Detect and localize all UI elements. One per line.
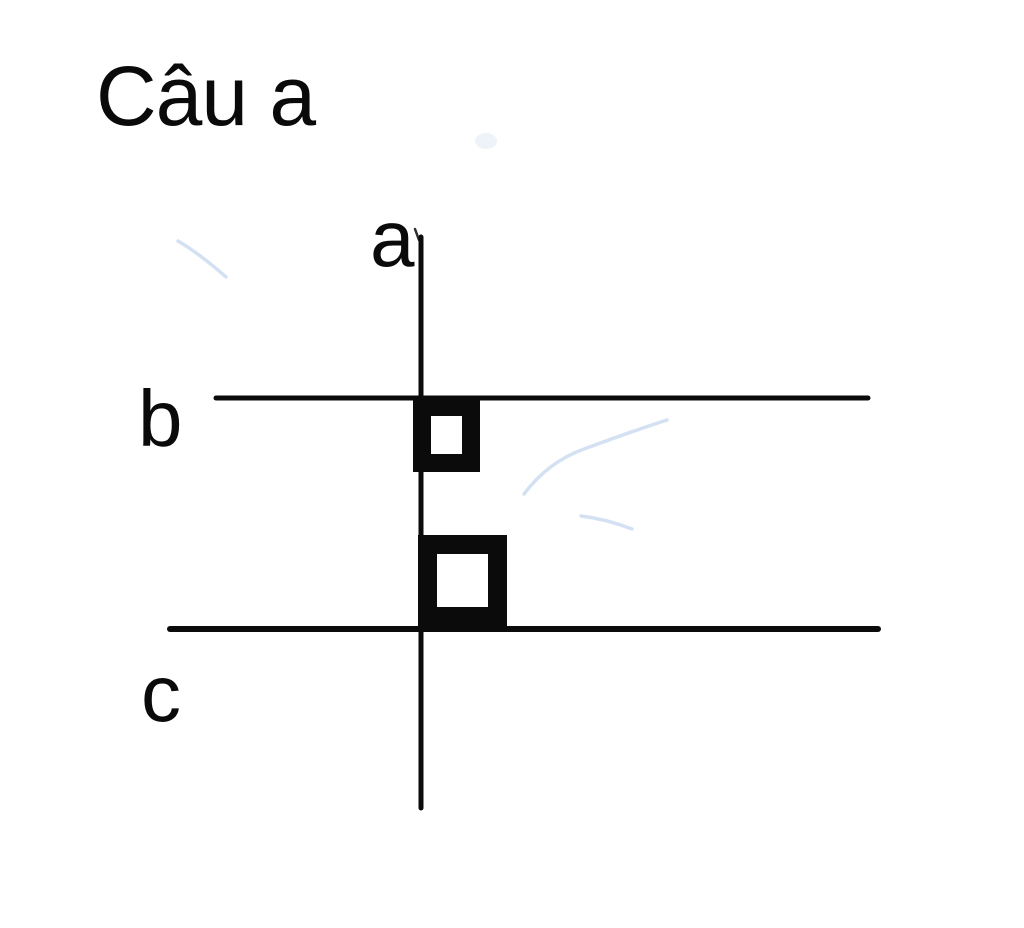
pencil-stroke-middle-long <box>522 418 669 496</box>
right-angle-marker-ac <box>418 535 507 626</box>
page-title: Câu a <box>96 49 316 143</box>
faint-smudge <box>475 133 497 149</box>
pencil-stroke-top-left <box>176 239 228 279</box>
line-a-label: a <box>370 194 415 283</box>
line-b-label: b <box>138 374 183 463</box>
right-angle-marker-ab <box>413 398 480 472</box>
pencil-stroke-middle-short <box>579 514 634 531</box>
tick-mark-line-a-top <box>413 227 421 242</box>
line-c-label: c <box>141 649 181 738</box>
geometry-layer <box>167 133 881 811</box>
